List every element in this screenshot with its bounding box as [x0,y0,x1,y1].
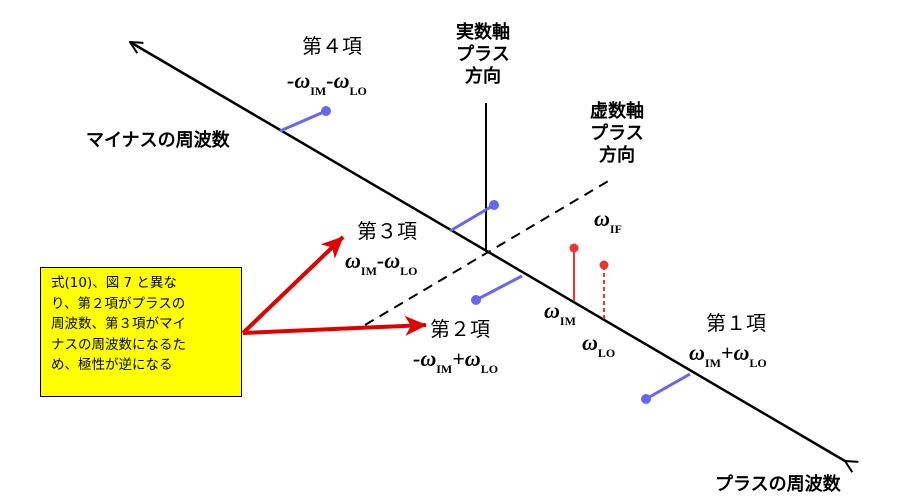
arrow-to-term3 [241,235,345,335]
negative-frequency-label: マイナスの周波数 [86,129,231,151]
omega-im-label: ωIM [544,298,576,328]
arrow-to-term2 [242,315,427,336]
term1-vector [641,372,691,404]
term1-label: 第１項 [706,311,766,335]
svg-text:虚数軸: 虚数軸 [590,100,644,122]
signal-im-marker [569,243,579,301]
imaginary-axis [364,179,611,326]
svg-text:方向: 方向 [599,144,635,166]
omega-if-label: ωIF [594,206,622,236]
signal-if-marker [599,260,609,319]
term4-formula: -ωIM-ωLO [287,68,367,98]
svg-text:プラス: プラス [456,43,510,65]
term2-vector [471,274,523,305]
term3-label: 第３項 [357,219,417,243]
term3-vector [449,200,499,233]
svg-text:プラス: プラス [590,122,644,144]
term3-formula: ωIM-ωLO [345,248,418,278]
note-line: ナスの周波数になるた [51,336,186,353]
svg-text:方向: 方向 [465,65,501,87]
term2-label: 第２項 [430,317,490,341]
term4-label: 第４項 [302,34,362,58]
real-axis-label: 実数軸 プラス 方向 [456,21,510,87]
term2-formula: -ωIM+ωLO [413,346,498,376]
note-line: 周波数、第３項がマイ [51,316,186,333]
term1-formula: ωIM+ωLO [689,340,767,370]
note-line: 式(10)、図 7 と異な [51,275,177,291]
omega-lo-label: ωLO [582,330,615,360]
imaginary-axis-label: 虚数軸 プラス 方向 [590,100,644,166]
note-line: め、極性が逆になる [51,357,173,374]
positive-frequency-label: プラスの周波数 [715,473,842,495]
note-line: り、第２項がプラスの [51,295,186,312]
explanation-note: 式(10)、図 7 と異な り、第２項がプラスの 周波数、第３項がマイ ナスの周… [40,267,242,397]
term4-vector [279,106,331,133]
svg-text:実数軸: 実数軸 [456,21,510,43]
